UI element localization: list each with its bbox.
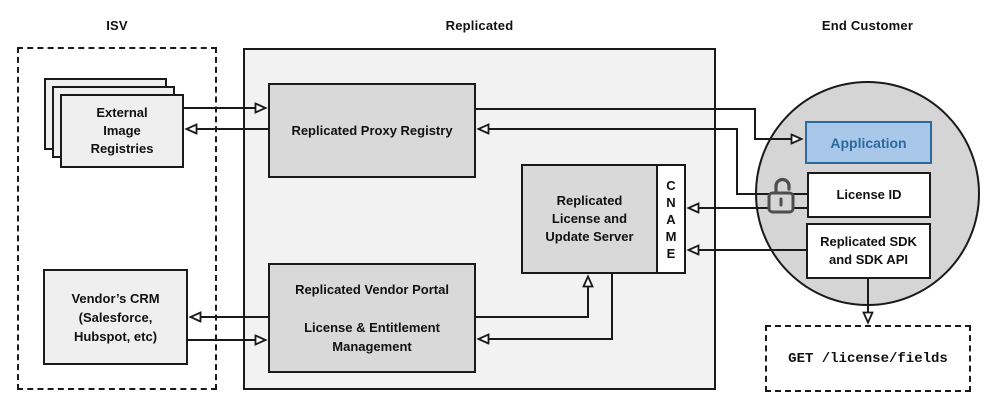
section-label-isv: ISV xyxy=(106,18,128,33)
section-label-end-customer: End Customer xyxy=(821,18,914,33)
replicated-sdk-node: Replicated SDK and SDK API xyxy=(806,223,931,279)
cname-node: C N A M E xyxy=(656,164,686,274)
get-endpoint-label: GET /license/fields xyxy=(788,350,948,367)
get-endpoint-box: GET /license/fields xyxy=(765,325,971,392)
proxy-registry-node: Replicated Proxy Registry xyxy=(268,83,476,178)
external-registries-label: External Image Registries xyxy=(90,105,154,156)
vendor-portal-node: Replicated Vendor Portal License & Entit… xyxy=(268,263,476,373)
vendors-crm-label: Vendor’s CRM (Salesforce, Hubspot, etc) xyxy=(71,290,160,344)
proxy-registry-label: Replicated Proxy Registry xyxy=(291,122,453,138)
cname-label: C N A M E xyxy=(665,177,677,261)
replicated-sdk-label: Replicated SDK and SDK API xyxy=(820,234,917,267)
license-id-node: License ID xyxy=(807,172,931,218)
vendors-crm-node: Vendor’s CRM (Salesforce, Hubspot, etc) xyxy=(43,269,188,365)
unlock-icon xyxy=(764,174,798,216)
section-label-replicated: Replicated xyxy=(445,18,514,33)
external-registries-node: External Image Registries xyxy=(60,94,184,168)
application-node: Application xyxy=(805,121,932,164)
license-id-label: License ID xyxy=(836,187,902,202)
application-label: Application xyxy=(830,134,907,151)
license-update-server-node: Replicated License and Update Server xyxy=(521,164,658,274)
license-update-server-label: Replicated License and Update Server xyxy=(545,193,634,244)
vendor-portal-label: Replicated Vendor Portal License & Entit… xyxy=(295,282,449,354)
